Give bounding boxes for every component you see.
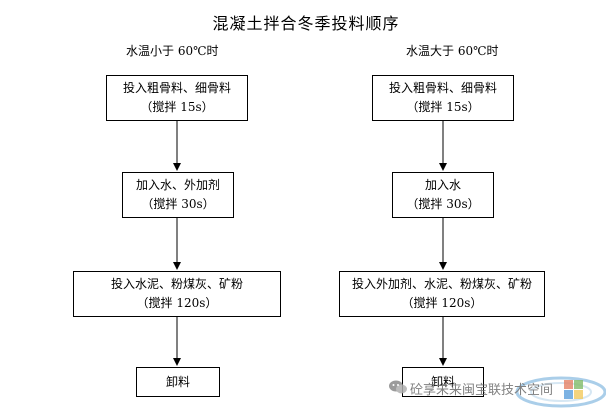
right-step-1-box: 投入粗骨料、细骨料 （搅拌 15s） (372, 75, 514, 121)
left-step-1-line1: 投入粗骨料、细骨料 (122, 81, 231, 95)
left-step-1-line2: （搅拌 15s） (140, 100, 214, 114)
watermark-logo-icon (515, 376, 606, 408)
right-step-4-line1: 卸料 (430, 374, 455, 389)
right-step-1-line2: （搅拌 15s） (406, 100, 480, 114)
left-step-1-box: 投入粗骨料、细骨料 （搅拌 15s） (106, 75, 248, 121)
right-step-2-box: 加入水 （搅拌 30s） (392, 172, 494, 218)
left-step-4-line1: 卸料 (165, 374, 190, 389)
left-step-2-box: 加入水、外加剂 （搅拌 30s） (122, 172, 234, 218)
left-step-3-line1: 投入水泥、粉煤灰、矿粉 (110, 277, 243, 291)
right-column-heading: 水温大于 60℃时 (406, 44, 499, 58)
watermark-text: 砼享未来闽宝联技术空间 (410, 383, 554, 398)
right-step-1-line1: 投入粗骨料、细骨料 (388, 81, 497, 95)
right-step-3-line2: （搅拌 120s） (401, 296, 483, 310)
left-step-2-line2: （搅拌 30s） (141, 197, 215, 211)
right-step-3-line1: 投入外加剂、水泥、粉煤灰、矿粉 (351, 277, 532, 291)
right-step-2-line2: （搅拌 30s） (406, 197, 480, 211)
left-column-heading: 水温小于 60℃时 (126, 44, 219, 58)
wechat-icon (389, 380, 407, 394)
diagram-title: 混凝土拌合冬季投料顺序 (212, 14, 400, 33)
right-step-3-box: 投入外加剂、水泥、粉煤灰、矿粉 （搅拌 120s） (339, 271, 545, 317)
left-step-3-box: 投入水泥、粉煤灰、矿粉 （搅拌 120s） (73, 271, 281, 317)
left-step-2-line1: 加入水、外加剂 (135, 178, 220, 192)
watermark: 砼享未来闽宝联技术空间 (386, 370, 606, 410)
left-step-4-box: 卸料 (136, 367, 220, 397)
right-step-2-line1: 加入水 (424, 178, 461, 192)
right-step-4-box: 卸料 (402, 367, 484, 397)
left-step-3-line2: （搅拌 120s） (136, 296, 218, 310)
